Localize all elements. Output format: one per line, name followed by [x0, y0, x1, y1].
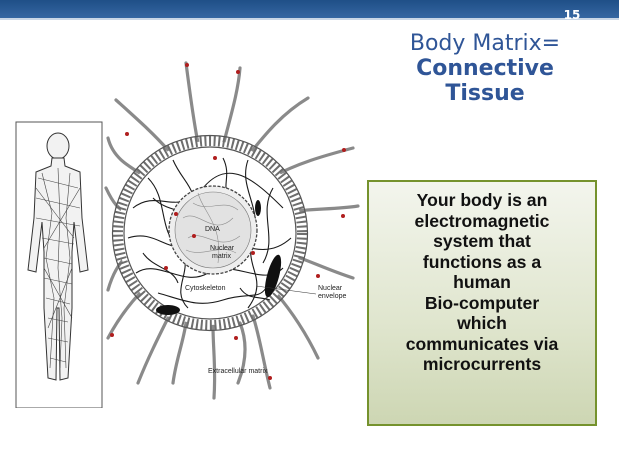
label-dna: DNA: [205, 226, 220, 233]
organelle: [156, 305, 180, 315]
callout-line: functions as a: [369, 252, 595, 273]
title-line-1: Body Matrix=: [365, 32, 605, 56]
title-line-3: Tissue: [365, 81, 605, 106]
header-divider: [0, 18, 619, 20]
label-extracellular-matrix: Extracellular matrix: [208, 368, 268, 375]
label-nuclear-envelope-2: envelope: [318, 293, 347, 300]
label-nuclear-envelope-1: Nuclear: [318, 285, 343, 292]
header-bar: [0, 0, 619, 18]
slide-title: Body Matrix= Connective Tissue: [365, 32, 605, 106]
title-line-2: Connective: [365, 56, 605, 81]
callout-line: electromagnetic: [369, 211, 595, 232]
organelle: [255, 200, 261, 216]
label-cytoskeleton: Cytoskeleton: [185, 285, 226, 292]
callout-line: human: [369, 272, 595, 293]
callout-box: Your body is an electromagnetic system t…: [367, 180, 597, 426]
callout-line: microcurrents: [369, 354, 595, 375]
label-nuclear-matrix-2: matrix: [212, 253, 232, 260]
matrix-illustration: DNA Nuclear matrix Nuclear envelope Cyto…: [8, 38, 363, 408]
callout-line: Bio-computer: [369, 293, 595, 314]
callout-line: system that: [369, 231, 595, 252]
callout-text: Your body is an electromagnetic system t…: [369, 190, 595, 375]
slide-number: 15: [555, 8, 589, 22]
callout-line: Your body is an: [369, 190, 595, 211]
label-nuclear-matrix-1: Nuclear: [210, 245, 235, 252]
callout-line: communicates via: [369, 334, 595, 355]
callout-line: which: [369, 313, 595, 334]
